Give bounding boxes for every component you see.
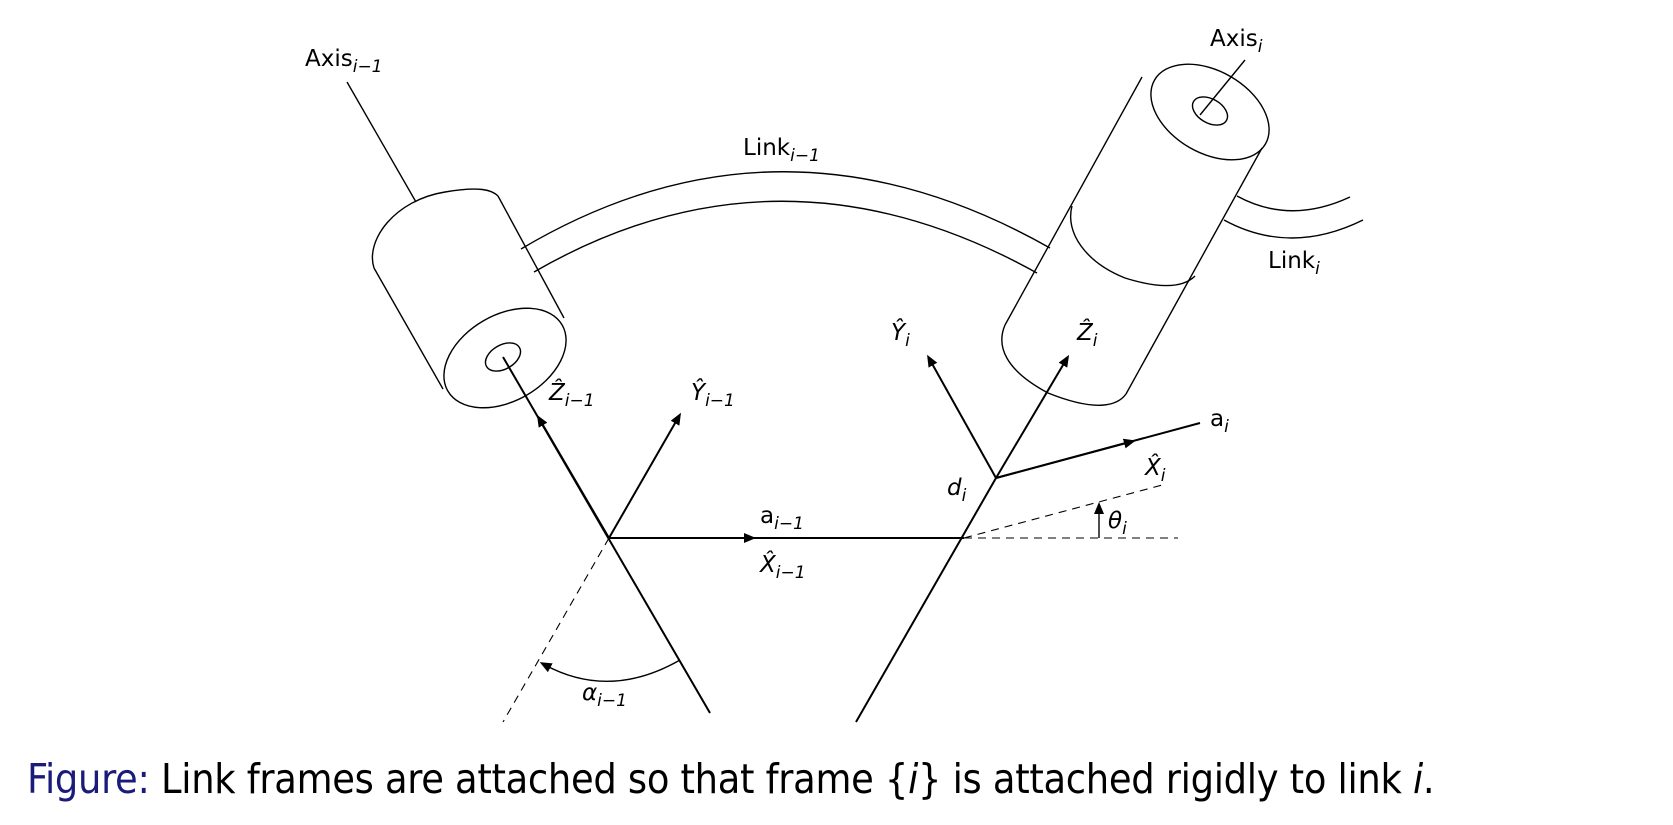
label-z-prev: Ẑi−1 [548,378,595,411]
axis-i-line-top [1199,59,1246,116]
cylinder-i-top-face [1150,63,1270,161]
label-x-i: X̂i [1144,454,1166,486]
cylinder-prev-side-right [497,195,565,319]
y-prev-arrow [608,412,681,539]
cylinder-prev-side-left [373,267,444,390]
cylinder-prev-front-face [443,307,567,409]
link-i-band [1223,195,1364,239]
theta-projection-dashed [963,483,1167,539]
label-y-prev: Ŷi−1 [691,378,735,411]
caption-var-1: i [908,755,919,803]
frame-i [855,354,1201,723]
caption-text-2: } is attached rigidly to link [918,755,1413,803]
link-prev-outer-edge [520,171,1051,250]
label-z-i: Ẑi [1076,318,1098,351]
caption-prefix: Figure: [27,755,150,803]
cylinder-i-seam [1070,205,1196,287]
joint-i-cylinder [1001,59,1270,406]
joint-prev-cylinder [346,81,567,409]
cylinder-i-hole [1191,96,1229,126]
label-x-prev: X̂i−1 [759,551,806,583]
cylinder-i-bottom-cap [1001,324,1127,406]
y-i-arrow [927,354,997,479]
z-i-arrow [995,354,1070,479]
link-i-outer-edge [1236,195,1351,212]
axis-prev-line-top [346,81,417,203]
z-prev-arrow [536,414,610,539]
label-theta-i: θi [1108,508,1127,539]
label-axis-prev: Axisi−1 [305,46,383,77]
alpha-prev-arc [539,659,681,683]
frame-prev [502,356,964,723]
label-axis-i: Axisi [1210,26,1263,57]
figure-caption: Figure: Link frames are attached so that… [27,755,1435,803]
caption-text-1: Link frames are attached so that frame { [149,755,909,803]
link-i-inner-edge [1223,219,1364,239]
cylinder-prev-back-cap [371,188,499,269]
cylinder-i-side-right [1125,147,1263,395]
link-prev-inner-edge [533,200,1038,274]
x-i-arrow [995,438,1136,479]
link-prev-band [520,171,1051,274]
caption-var-2: i [1412,755,1423,803]
caption-text-3: . [1422,755,1435,803]
label-y-i: Ŷi [891,318,910,351]
label-link-i: Linki [1268,248,1320,279]
alpha-reference-dashed [502,537,610,723]
label-a-prev: ai−1 [760,503,804,534]
link-frames-diagram: Axisi−1 Axisi Linki−1 Linki Ẑi−1 Ŷi−1 ai… [305,26,1364,723]
label-alpha-prev: αi−1 [582,680,627,711]
label-link-prev: Linki−1 [743,135,820,166]
label-d-i: di [947,475,967,506]
cylinder-i-side-left [1004,76,1143,326]
label-a-i: ai [1210,406,1229,437]
z-i-axis-lower-line [855,477,997,723]
